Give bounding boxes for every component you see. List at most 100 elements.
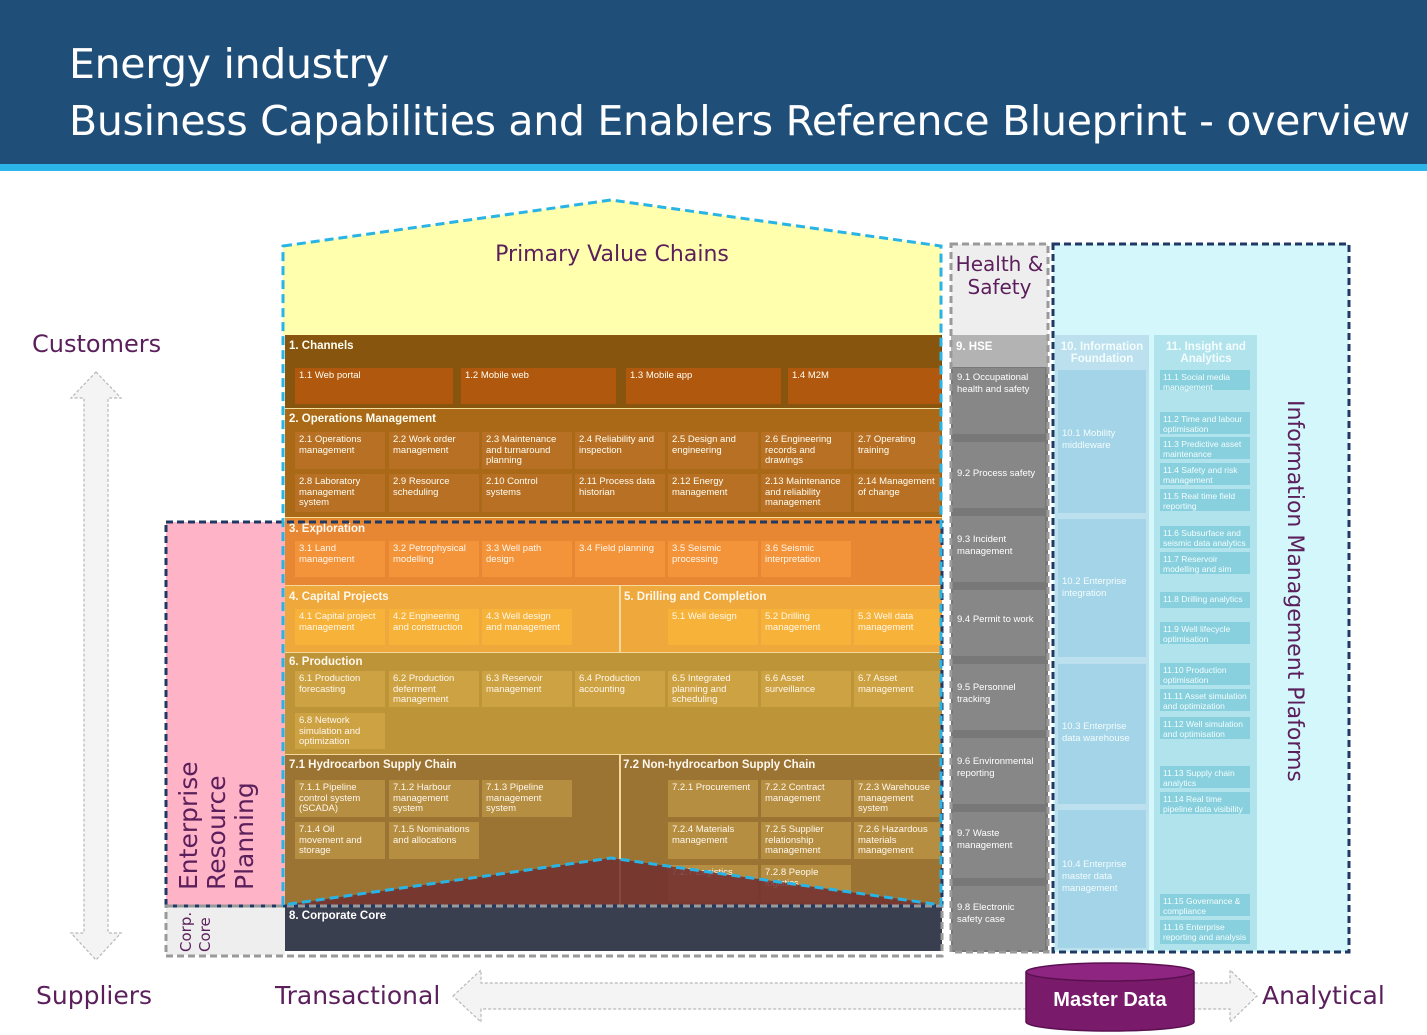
title-line-1: Energy industry — [69, 40, 390, 88]
erp-label: Enterprise Resource Planning — [174, 761, 259, 890]
hse-overlay — [951, 335, 1048, 952]
band-corporate-core: 8. Corporate Core — [285, 905, 942, 951]
cap-5-1: 5.1 Well design — [668, 609, 758, 645]
supply-floor-shape — [285, 858, 942, 905]
ia-11-5: 11.5 Real time field reporting — [1160, 489, 1250, 511]
cap-1-4: 1.4 M2M — [788, 368, 942, 404]
hse-outline — [949, 242, 1050, 954]
ia-11-9: 11.9 Well lifecycle optimisation — [1160, 622, 1250, 644]
corp-label-line-1: Corp. — [177, 911, 195, 952]
cap-1-1: 1.1 Web portal — [295, 368, 453, 404]
cap-2-13: 2.13 Maintenance and reliability managem… — [761, 474, 851, 512]
hse-title: 9. HSE — [956, 341, 993, 353]
if-10-3: 10.3 Enterprise data warehouse — [1058, 664, 1146, 804]
imp-overlay — [1053, 335, 1349, 952]
pvc-outline — [281, 198, 943, 907]
ia-11-2: 11.2 Time and labour optimisation — [1160, 412, 1250, 434]
cap-7-1-5: 7.1.5 Nominations and allocations — [389, 822, 479, 859]
pvc-overlay — [283, 200, 941, 905]
ia-11-11: 11.11 Asset simulation and optimization — [1160, 689, 1250, 711]
cap-3-2: 3.2 Petrophysical modelling — [389, 541, 479, 577]
cap-6-8: 6.8 Network simulation and optimization — [295, 713, 385, 749]
if-10-2: 10.2 Enterprise integration — [1058, 519, 1146, 657]
cap-2-4: 2.4 Reliability and inspection — [575, 432, 665, 469]
cap-2-12: 2.12 Energy management — [668, 474, 758, 512]
corp-outline — [164, 904, 944, 958]
cap-7-2-1: 7.2.1 Procurement — [668, 780, 758, 817]
cap-5-2: 5.2 Drilling management — [761, 609, 851, 645]
erp-area-fill — [166, 522, 285, 905]
hse-label-line-1: Health & — [955, 252, 1044, 276]
ia-11-10: 11.10 Production optimisation — [1160, 663, 1250, 685]
band-channels-title: 1. Channels — [289, 340, 354, 352]
cap-7-1-2: 7.1.2 Harbour management system — [389, 780, 479, 817]
hse-9-3: 9.3 Incident management — [953, 516, 1045, 582]
ia-11-14: 11.14 Real time pipeline data visibility — [1160, 792, 1250, 814]
cap-6-5: 6.5 Integrated planning and scheduling — [668, 671, 758, 707]
hse-9-8: 9.8 Electronic safety case — [953, 886, 1045, 950]
band-exploration: 3. Exploration 3.1 Land management 3.2 P… — [285, 518, 942, 586]
band-channels: 1. Channels 1.1 Web portal 1.2 Mobile we… — [285, 335, 942, 409]
cap-6-2: 6.2 Production deferment management — [389, 671, 479, 707]
cap-6-4: 6.4 Production accounting — [575, 671, 665, 707]
cap-3-1: 3.1 Land management — [295, 541, 385, 577]
cap-2-7: 2.7 Operating training — [854, 432, 940, 469]
band-capital-title: 4. Capital Projects — [289, 591, 389, 603]
master-data-label: Master Data — [1053, 989, 1167, 1011]
corp-label: Corp. Core — [177, 912, 215, 952]
cap-5-3: 5.3 Well data management — [854, 609, 940, 645]
hse-9-2: 9.2 Process safety — [953, 442, 1045, 508]
cap-2-3: 2.3 Maintenance and turnaround planning — [482, 432, 572, 469]
customers-label: Customers — [32, 330, 162, 358]
ia-11-3: 11.3 Predictive asset maintenance — [1160, 437, 1250, 459]
title-underline — [0, 164, 1427, 171]
cap-2-2: 2.2 Work order management — [389, 432, 479, 469]
cap-6-3: 6.3 Reservoir management — [482, 671, 572, 707]
ia-11-7: 11.7 Reservoir modelling and sim — [1160, 552, 1250, 574]
ia-11-8: 11.8 Drilling analytics — [1160, 592, 1250, 608]
cap-6-7: 6.7 Asset management — [854, 671, 940, 707]
corp-area-fill — [166, 905, 285, 955]
band-production-title: 6. Production — [289, 656, 363, 668]
erp-label-line-1: Enterprise — [174, 761, 203, 890]
cap-6-6: 6.6 Asset surveillance — [761, 671, 851, 707]
cap-2-10: 2.10 Control systems — [482, 474, 572, 512]
cap-3-5: 3.5 Seismic processing — [668, 541, 758, 577]
erp-overlay — [166, 522, 942, 906]
if-10-4: 10.4 Enterprise master data management — [1058, 810, 1146, 948]
capital-drilling-divider — [619, 586, 621, 652]
cap-2-8: 2.8 Laboratory management system — [295, 474, 385, 512]
erp-label-line-2: Resource — [202, 775, 231, 890]
suppliers-label: Suppliers — [36, 981, 153, 1010]
cap-2-14: 2.14 Management of change — [854, 474, 940, 512]
cap-7-2-5: 7.2.5 Supplier relationship management — [761, 822, 851, 859]
band-nonhydrocarbon-title: 7.2 Non-hydrocarbon Supply Chain — [623, 759, 816, 771]
pvc-roof-fill — [283, 200, 941, 335]
cap-7-1-4: 7.1.4 Oil movement and storage — [295, 822, 385, 859]
pvc-label: Primary Value Chains — [495, 242, 729, 267]
if-10-1: 10.1 Mobility middleware — [1058, 370, 1146, 513]
cap-7-1-1: 7.1.1 Pipeline control system (SCADA) — [295, 780, 385, 817]
band-operations: 2. Operations Management 2.1 Operations … — [285, 409, 942, 518]
imp-label: Information Management Plaforms — [1282, 400, 1307, 782]
hse-9-5: 9.5 Personnel tracking — [953, 664, 1045, 730]
cap-1-2: 1.2 Mobile web — [461, 368, 616, 404]
ia-11-13: 11.13 Supply chain analytics — [1160, 766, 1250, 788]
cap-2-6: 2.6 Engineering records and drawings — [761, 432, 851, 469]
band-exploration-title: 3. Exploration — [289, 523, 366, 535]
hse-9-1: 9.1 Occupational health and safety — [953, 368, 1045, 434]
hse-label-line-2: Safety — [967, 275, 1032, 299]
cap-3-3: 3.3 Well path design — [482, 541, 572, 577]
cap-6-1: 6.1 Production forecasting — [295, 671, 385, 707]
ia-11-4: 11.4 Safety and risk management — [1160, 463, 1250, 485]
info-foundation-title: 10. Information Foundation — [1060, 341, 1144, 365]
band-capital-drilling: 4. Capital Projects 5. Drilling and Comp… — [285, 586, 942, 653]
supply-divider — [619, 755, 621, 905]
cap-7-2-6: 7.2.6 Hazardous materials management — [854, 822, 940, 859]
cap-7-2-3: 7.2.3 Warehouse management system — [854, 780, 940, 817]
transactional-label: Transactional — [275, 981, 441, 1010]
cap-3-6: 3.6 Seismic interpretation — [761, 541, 851, 577]
erp-outline — [164, 520, 944, 908]
ia-11-6: 11.6 Subsurface and seismic data analyti… — [1160, 526, 1250, 548]
hse-title-box — [951, 335, 1048, 367]
